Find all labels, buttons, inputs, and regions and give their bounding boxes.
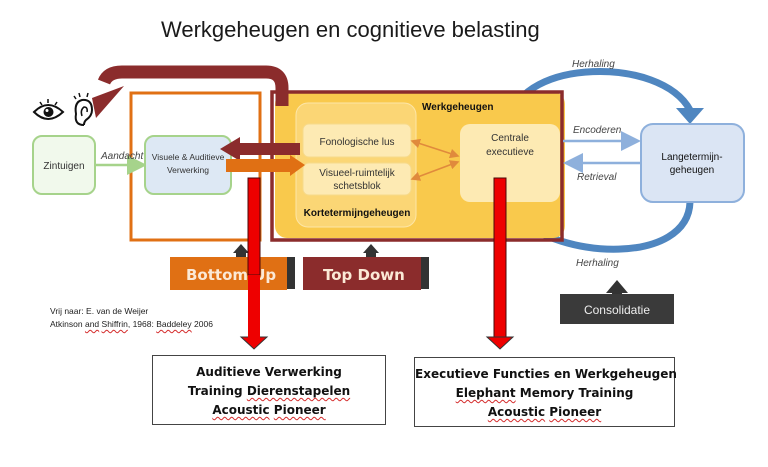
result-text: Memory Training	[515, 386, 634, 400]
result-line-3: Acoustic Pioneer	[415, 403, 674, 422]
result-line-2: Training Dierenstapelen	[153, 382, 385, 401]
top-down-inner-arrowhead	[220, 137, 240, 161]
credit-text: 2006	[191, 319, 213, 329]
top-down-pointer-icon	[363, 244, 379, 253]
result-heading: Executieve Functies en Werkgeheugen	[415, 367, 677, 381]
bottom-up-pointer-stem	[236, 252, 246, 258]
processing-label-line2: Verwerking	[167, 165, 209, 175]
consolidation-pointer-icon	[606, 280, 628, 293]
rehearsal-bottom-label: Herhaling	[576, 258, 619, 269]
rehearsal-top-label: Herhaling	[572, 59, 615, 70]
long-term-memory-line1: Langetermijn-	[661, 152, 722, 163]
processing-label-line1: Visuele & Auditieve	[152, 152, 225, 162]
top-down-label: Top Down	[323, 266, 405, 284]
visuospatial-central-link	[410, 160, 460, 181]
encode-label: Encoderen	[573, 125, 622, 136]
long-term-memory-box	[640, 123, 745, 203]
highlight-arrow-left-shaft	[247, 177, 261, 276]
result-line-2: Elephant Memory Training	[415, 384, 674, 403]
result-spellcheck-word: Pioneer	[549, 405, 602, 419]
result-box-auditory: Auditieve Verwerking Training Dierenstap…	[152, 355, 386, 425]
visuospatial-label-line2: schetsblok	[333, 181, 381, 192]
consolidation-label: Consolidatie	[584, 303, 650, 317]
phonological-loop-label: Fonologische lus	[319, 137, 394, 148]
bottom-up-inner-arrow	[226, 159, 292, 172]
result-text: Training	[187, 384, 247, 398]
short-term-memory-title: Kortetermijngeheugen	[304, 208, 411, 219]
central-executive-line1: Centrale	[491, 133, 529, 144]
consolidation-tag	[560, 294, 674, 324]
result-spellcheck-word: Acoustic	[487, 405, 546, 419]
working-memory-title: Werkgeheugen	[422, 102, 494, 113]
result-heading: Auditieve Verwerking	[196, 365, 342, 379]
credit-text: Atkinson	[50, 319, 85, 329]
result-spellcheck-word: Pioneer	[273, 403, 326, 417]
top-down-inner-arrow	[238, 143, 300, 155]
senses-label: Zintuigen	[43, 161, 84, 172]
central-executive-box	[460, 124, 560, 202]
result-box-executive: Executieve Functies en Werkgeheugen Elep…	[414, 357, 677, 427]
top-down-tag	[303, 257, 421, 290]
bottom-up-label: Bottom Up	[186, 266, 276, 284]
result-line-3: Acoustic Pioneer	[153, 401, 385, 420]
top-down-feedback-arrowhead	[92, 86, 124, 118]
ear-icon	[73, 92, 94, 126]
visuospatial-label-line1: Visueel-ruimtelijk	[319, 168, 395, 179]
credit-spellcheck-word: Shiffrin	[101, 319, 128, 329]
long-term-memory-line2: geheugen	[670, 165, 715, 176]
top-down-feedback-arrow	[97, 65, 289, 106]
senses-box	[32, 135, 96, 195]
credit-spellcheck-word: and	[84, 319, 100, 329]
highlight-arrow-left-shaft-lower	[248, 275, 260, 338]
bottom-up-pointer-icon	[233, 244, 249, 253]
bottom-up-inner-arrowhead	[290, 155, 305, 176]
result-spellcheck-word: Elephant	[455, 386, 516, 400]
highlight-arrow-left-head	[239, 336, 269, 350]
eye-icon	[32, 99, 65, 120]
credit-spellcheck-word: Baddeley	[156, 319, 192, 329]
central-executive-line2: executieve	[486, 147, 534, 158]
highlight-arrow-right-head	[485, 336, 515, 350]
credit-line-1: Vrij naar: E. van de Weijer	[50, 306, 149, 316]
top-down-pointer-stem	[366, 252, 376, 258]
result-spellcheck-word: Acoustic	[212, 403, 270, 417]
diagram-title: Werkgeheugen en cognitieve belasting	[161, 17, 540, 42]
result-spellcheck-word: Dierenstapelen	[246, 384, 351, 398]
phonological-central-link	[410, 138, 460, 159]
attention-label: Aandacht	[100, 151, 144, 162]
highlight-arrow-right-shaft	[493, 177, 507, 339]
credit-text: , 1968:	[127, 319, 157, 329]
bottom-up-tag	[170, 257, 287, 290]
rehearsal-top-arrowhead	[676, 108, 704, 124]
retrieval-label: Retrieval	[577, 172, 617, 183]
credit-line-2: Atkinson and Shiffrin, 1968: Baddeley 20…	[50, 319, 213, 329]
